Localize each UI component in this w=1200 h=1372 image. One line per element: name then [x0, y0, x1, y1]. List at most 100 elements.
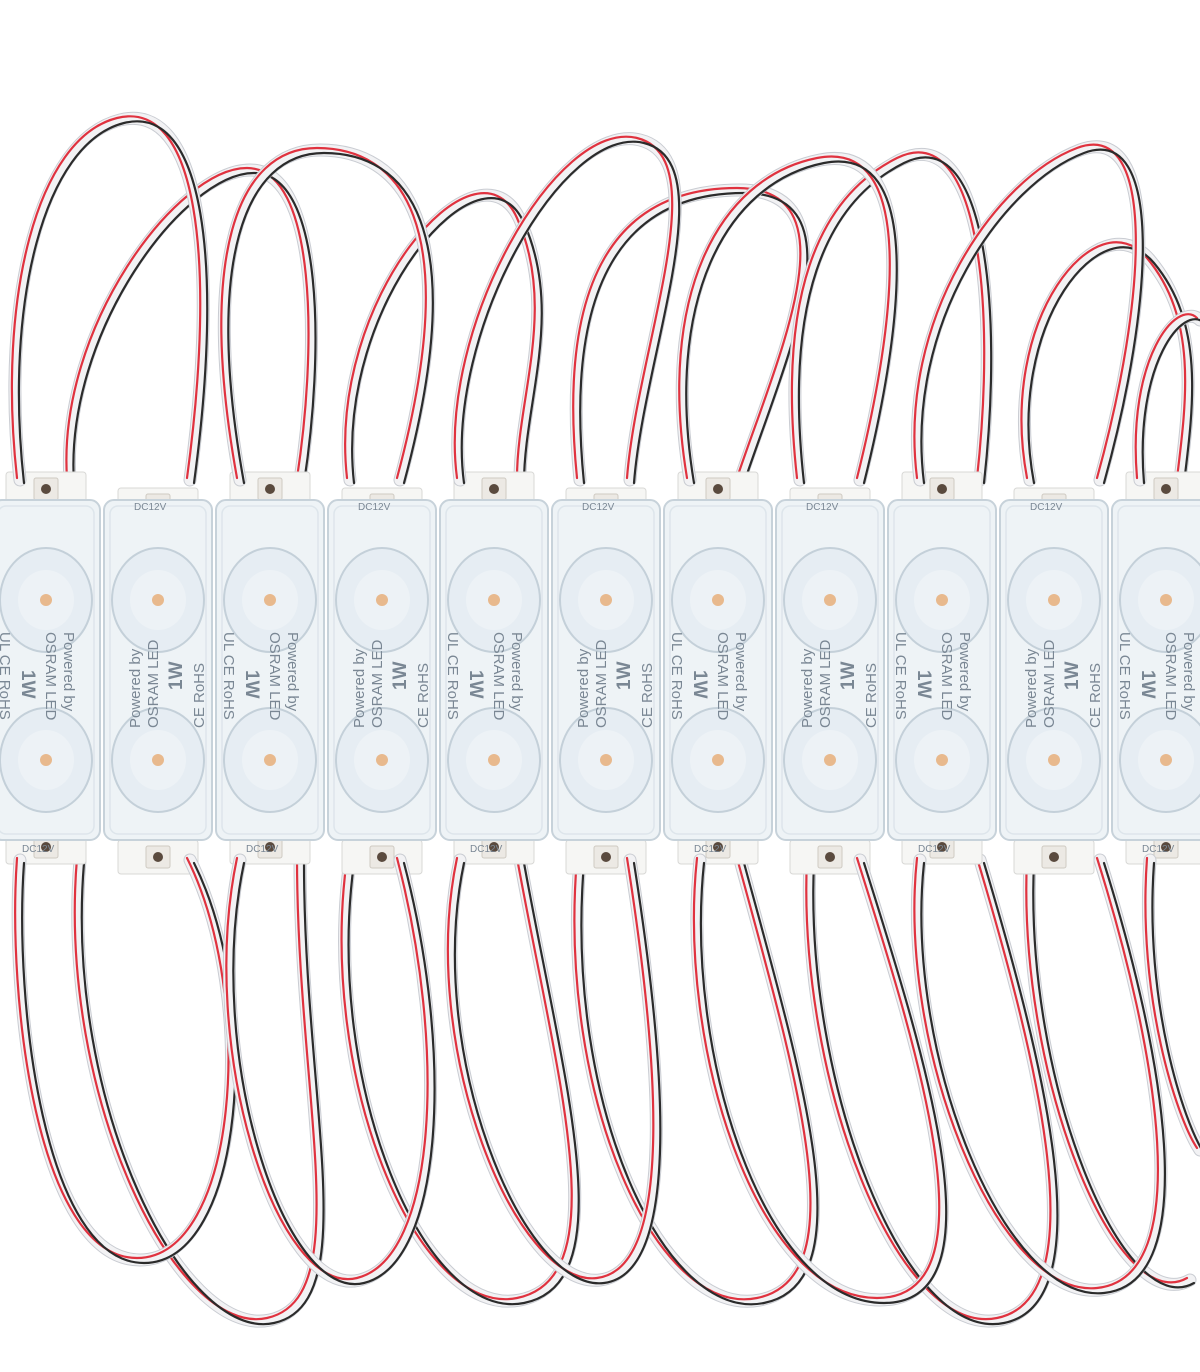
label-power: 1W: [614, 661, 635, 690]
cable-loop-bottom-8: [802, 853, 1060, 1328]
label-powered-by: Powered by: [60, 632, 77, 712]
cable-loop-top-8: [788, 147, 994, 487]
label-power: 1W: [689, 670, 710, 699]
label-cert: CE RoHS: [415, 663, 432, 728]
label-powered-by: Powered by: [732, 632, 749, 712]
label-power: 1W: [465, 670, 486, 699]
label-brand: OSRAM LED: [145, 639, 162, 728]
led-chip: [488, 594, 500, 606]
label-powered-by: Powered by: [284, 632, 301, 712]
label-brand: OSRAM LED: [714, 632, 731, 721]
led-chip: [264, 754, 276, 766]
lens-1: [895, 547, 989, 653]
cable-loops-front: [8, 111, 1200, 1307]
led-chip: [1160, 594, 1172, 606]
connector-print: DC12V: [1030, 502, 1063, 513]
lens-1: [559, 547, 653, 653]
lens-1: [223, 547, 317, 653]
led-chip: [1048, 594, 1060, 606]
lens-1: [1119, 547, 1200, 653]
lens-2: [559, 707, 653, 813]
led-chip: [40, 594, 52, 606]
label-power: 1W: [390, 661, 411, 690]
lens-2: [1007, 707, 1101, 813]
label-powered-by: Powered by: [1023, 648, 1040, 728]
led-chip: [824, 754, 836, 766]
cable-loop-top-4: [341, 188, 545, 487]
cable-loop-bottom-2: [71, 853, 327, 1328]
connector-bottom: [117, 839, 199, 875]
label-brand: OSRAM LED: [593, 639, 610, 728]
led-chip: [376, 754, 388, 766]
label-cert: UL CE RoHS: [668, 632, 685, 720]
lens-1: [671, 547, 765, 653]
cable-loop-bottom-10: [1022, 853, 1197, 1291]
led-chip: [264, 594, 276, 606]
label-brand: OSRAM LED: [1162, 632, 1179, 721]
label-powered-by: Powered by: [575, 648, 592, 728]
lens-2: [335, 707, 429, 813]
led-chip: [488, 754, 500, 766]
lens-2: [111, 707, 205, 813]
cable-loop-bottom-5: [444, 853, 663, 1287]
connector-print: DC12V: [582, 502, 615, 513]
connector-print: DC12V: [22, 844, 55, 855]
label-powered-by: Powered by: [1180, 632, 1197, 712]
cable-loop-top-5: [451, 132, 682, 487]
lens-1: [0, 547, 93, 653]
cable-loop-bottom-9: [910, 853, 1168, 1297]
led-chip: [40, 754, 52, 766]
lens-1: [111, 547, 205, 653]
label-brand: OSRAM LED: [817, 639, 834, 728]
label-cert: CE RoHS: [863, 663, 880, 728]
label-brand: OSRAM LED: [1041, 639, 1058, 728]
label-brand: OSRAM LED: [42, 632, 59, 721]
label-cert: CE RoHS: [191, 663, 208, 728]
connector-print: DC12V: [246, 844, 279, 855]
led-chip: [936, 754, 948, 766]
label-cert: CE RoHS: [1087, 663, 1104, 728]
label-cert: UL CE RoHS: [444, 632, 461, 720]
connector-bottom: [1013, 839, 1095, 875]
label-cert: UL CE RoHS: [0, 632, 13, 720]
lens-2: [0, 707, 93, 813]
lens-1: [1007, 547, 1101, 653]
label-cert: UL CE RoHS: [892, 632, 909, 720]
connector-print: DC12V: [694, 844, 727, 855]
connector-top: [901, 471, 983, 507]
connector-bottom: [789, 839, 871, 875]
connector-print: DC12V: [470, 844, 503, 855]
lens-1: [783, 547, 877, 653]
connector-print: DC12V: [1142, 844, 1175, 855]
connector-top: [453, 471, 535, 507]
led-chip: [936, 594, 948, 606]
connector-print: DC12V: [918, 844, 951, 855]
label-powered-by: Powered by: [508, 632, 525, 712]
cable-loop-top-2: [62, 163, 319, 487]
lens-2: [223, 707, 317, 813]
connector-print: DC12V: [806, 502, 839, 513]
led-chip: [376, 594, 388, 606]
label-power: 1W: [241, 670, 262, 699]
led-chip: [600, 754, 612, 766]
cable-loop-bottom-7: [690, 853, 949, 1307]
connector-bottom: [341, 839, 423, 875]
label-brand: OSRAM LED: [369, 639, 386, 728]
led-chip: [712, 594, 724, 606]
